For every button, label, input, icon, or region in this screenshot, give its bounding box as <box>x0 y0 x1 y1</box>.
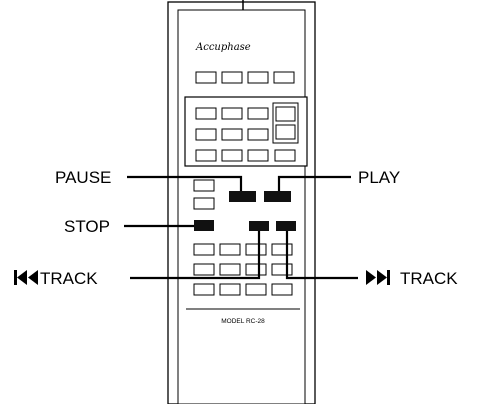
brand-logo: Accuphase <box>195 42 251 53</box>
pause-leader <box>127 175 243 191</box>
stop-button[interactable] <box>194 220 214 231</box>
next-track-leader <box>285 231 358 280</box>
keypad-button[interactable] <box>195 149 217 162</box>
model-label: MODEL RC-28 <box>221 318 265 325</box>
keypad-panel <box>184 96 308 167</box>
leader-lines <box>124 175 358 280</box>
prev-track-leader <box>130 231 261 280</box>
remote-button[interactable] <box>219 243 241 256</box>
skip-back-icon <box>14 270 38 285</box>
remote-button[interactable] <box>273 71 295 84</box>
keypad-button[interactable] <box>221 149 243 162</box>
remote-button[interactable] <box>221 71 243 84</box>
remote-button[interactable] <box>245 263 267 276</box>
skip-forward-icon <box>366 270 390 285</box>
top-button-row <box>195 71 295 84</box>
stop-label: STOP <box>64 217 110 236</box>
remote-button[interactable] <box>193 263 215 276</box>
keypad-button[interactable] <box>247 128 269 141</box>
next-track-label: TRACK <box>400 269 458 288</box>
remote-button[interactable] <box>219 283 241 296</box>
pause-label: PAUSE <box>55 168 111 187</box>
callout-labels: PAUSE PLAY STOP TRACK TRACK <box>40 168 458 288</box>
keypad-button[interactable] <box>247 149 269 162</box>
keypad-button[interactable] <box>195 128 217 141</box>
play-label: PLAY <box>358 168 400 187</box>
keypad-button[interactable] <box>247 107 269 120</box>
prev-track-label: TRACK <box>40 269 98 288</box>
keypad-button[interactable] <box>221 128 243 141</box>
play-leader <box>277 175 351 191</box>
remote-body <box>167 1 316 404</box>
remote-button[interactable] <box>245 283 267 296</box>
remote-button[interactable] <box>193 243 215 256</box>
remote-button[interactable] <box>271 263 293 276</box>
next-track-button[interactable] <box>276 221 296 231</box>
remote-button[interactable] <box>245 243 267 256</box>
remote-button[interactable] <box>193 283 215 296</box>
keypad-button[interactable] <box>221 107 243 120</box>
play-button[interactable] <box>264 191 291 202</box>
keypad-button[interactable] <box>274 149 296 162</box>
remote-button[interactable] <box>271 283 293 296</box>
lower-button-grid <box>193 243 293 296</box>
remote-button[interactable] <box>219 263 241 276</box>
remote-button[interactable] <box>271 243 293 256</box>
transport-section <box>193 179 296 231</box>
remote-button[interactable] <box>195 71 217 84</box>
remote-button[interactable] <box>193 179 215 192</box>
remote-button[interactable] <box>193 197 215 210</box>
keypad-button[interactable] <box>195 107 217 120</box>
pause-button[interactable] <box>229 191 256 202</box>
keypad-button[interactable] <box>275 106 296 122</box>
keypad-button[interactable] <box>275 124 296 140</box>
prev-track-button[interactable] <box>249 221 269 231</box>
remote-button[interactable] <box>247 71 269 84</box>
